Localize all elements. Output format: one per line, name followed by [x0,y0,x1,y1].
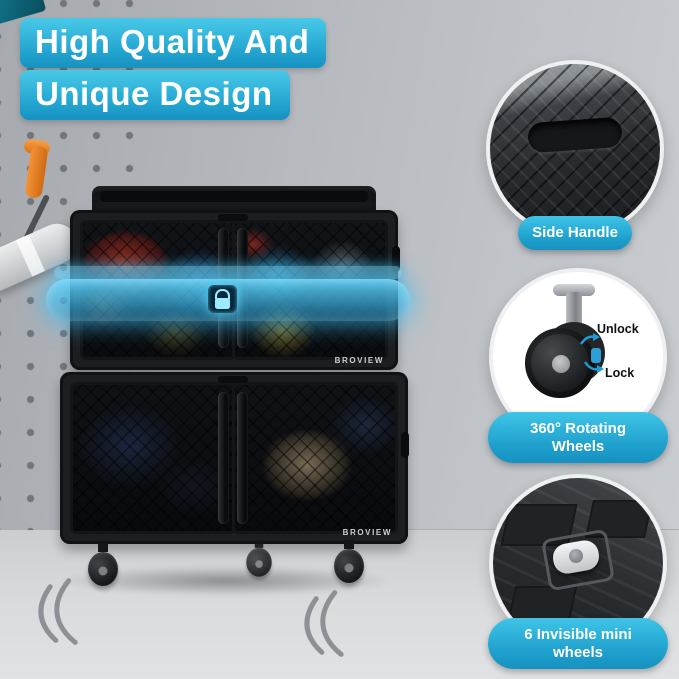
storage-cabinet: BROVIEW BROVIEW [46,186,410,590]
mini-wheels-label-pill: 6 Invisible mini wheels [488,618,668,670]
title-banner: High Quality And Unique Design [20,18,327,122]
rotating-wheels-label-pill: 360° Rotating Wheels [488,412,668,464]
mini-wheel-hub [569,549,583,563]
caster-mount-plate [553,284,595,296]
lock-badge [208,285,237,313]
caster-tire [334,549,364,583]
caster-wheel-left [88,543,118,586]
caster-stem [98,543,108,552]
caster-hub [255,559,263,568]
upper-latch [218,214,248,221]
title-line-1: High Quality And [20,18,327,68]
caster-closeup-hub [552,355,570,373]
title-line-2: Unique Design [20,70,290,120]
caster-tire [88,552,118,586]
caster-wheel-right [334,540,364,583]
caster-stem [254,540,264,548]
caster-wheel-middle [246,540,272,577]
lock-icon [215,289,230,309]
lower-latch [218,376,248,383]
brand-label-upper: BROVIEW [334,356,384,365]
lock-shackle [215,289,230,299]
cabinet-lower-unit: BROVIEW [60,372,408,544]
caster-tire [246,547,272,577]
paint-roller-handle [24,145,49,199]
lock-glow-band-back [54,266,402,279]
callout-rotating-wheels: Unlock Lock 360° Rotating Wheels [488,268,668,464]
motion-arc-right-icon [304,590,344,657]
callout-mini-wheels: 6 Invisible mini wheels [488,474,668,670]
brand-label-lower: BROVIEW [342,528,392,537]
unlock-arrow-icon [580,333,600,345]
callout-side-handle: Side Handle [486,60,664,250]
side-handle-photo [486,60,664,238]
side-handle-label-pill: Side Handle [518,216,632,250]
lower-door-handles [215,392,251,524]
caster-hub [98,566,108,576]
lock-arrow-icon [584,361,604,373]
lock-label: Lock [605,366,635,380]
unlock-label: Unlock [597,322,639,336]
lock-body [215,298,230,309]
caster-hub [344,563,354,573]
caster-lock-tab [591,348,601,363]
door-handle-bar [237,392,248,524]
door-handle-bar [218,392,229,524]
lower-left-door [70,382,236,534]
lower-side-handle [401,432,409,458]
caster-stem [344,540,354,549]
lower-right-door [232,382,398,534]
motion-arc-left-icon [38,578,78,645]
upper-side-handle [392,246,400,272]
